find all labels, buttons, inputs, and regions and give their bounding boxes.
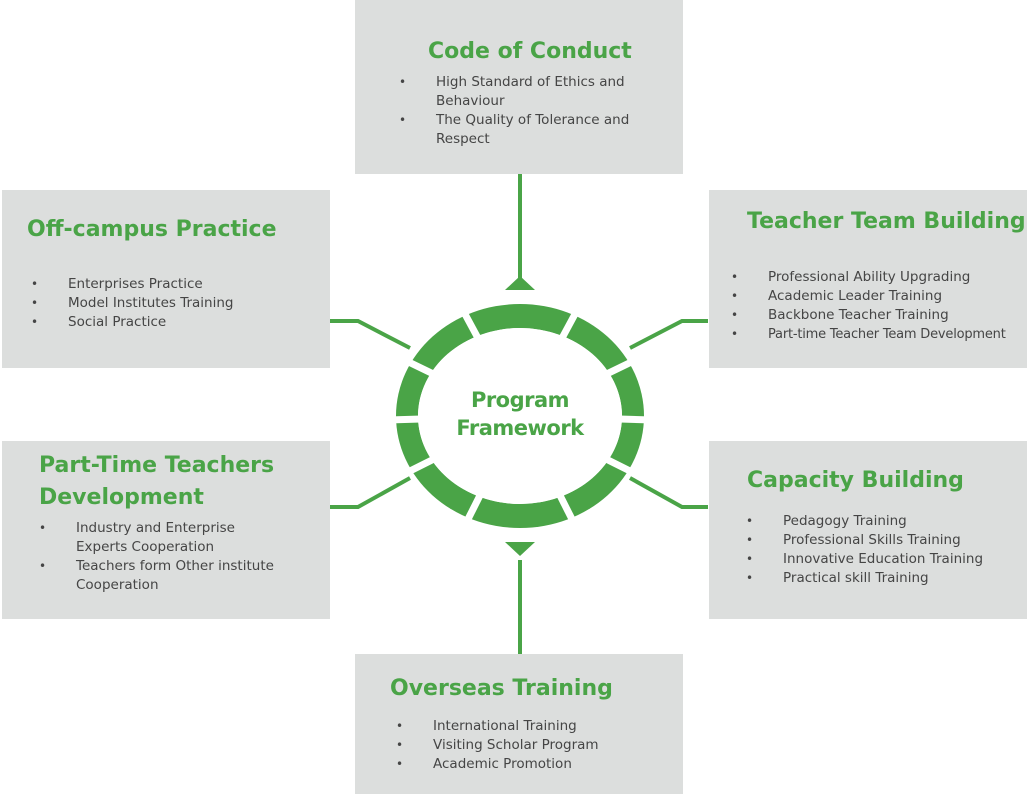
connector-lines: [330, 173, 708, 655]
bullet-icon: •: [399, 113, 407, 127]
list-item-text: Innovative Education Training: [783, 551, 984, 567]
list-item-text: Practical skill Training: [783, 570, 929, 586]
box-code-of-conduct: Code of Conduct • High Standard of Ethic…: [355, 0, 683, 174]
box-title-line1: Part-Time Teachers: [39, 453, 275, 478]
list-item-text: The Quality of Tolerance and: [436, 112, 630, 128]
program-framework-label: Program Framework: [430, 386, 610, 442]
box-title: Teacher Team Building: [747, 209, 1026, 234]
list-item-text: Respect: [436, 131, 490, 147]
list-item-text: International Training: [433, 718, 577, 734]
list-item-text: Professional Skills Training: [783, 532, 961, 548]
list-item-text: Industry and Enterprise: [76, 520, 235, 536]
bullet-icon: •: [746, 514, 754, 528]
bullet-icon: •: [731, 327, 739, 341]
list-item: • Innovative Education Training: [746, 550, 1023, 569]
box-title: Part-Time Teachers Development: [39, 450, 274, 514]
bullet-icon: •: [746, 533, 754, 547]
list-item-text: Part-time Teacher Team Development: [768, 327, 1006, 342]
connector-upper-right: [629, 319, 708, 350]
list-item: • Part-time Teacher Team Development: [731, 325, 1023, 344]
bullet-icon: •: [399, 75, 407, 89]
connector-upper-left: [330, 319, 411, 350]
box-part-time-teachers-development: Part-Time Teachers Development • Industr…: [2, 441, 330, 619]
box-title: Code of Conduct: [428, 39, 632, 64]
box-off-campus-practice: Off-campus Practice • Enterprises Practi…: [2, 190, 330, 368]
list-item: • Social Practice: [31, 313, 318, 332]
list-item-text: Enterprises Practice: [68, 276, 203, 292]
box-capacity-building: Capacity Building • Pedagogy Training • …: [709, 441, 1027, 619]
box-title: Overseas Training: [390, 676, 613, 701]
list-item: • Professional Skills Training: [746, 531, 1023, 550]
bullet-icon: •: [731, 270, 739, 284]
box-title: Off-campus Practice: [27, 217, 277, 242]
list-item: • Academic Leader Training: [731, 287, 1023, 306]
list-item-text: Visiting Scholar Program: [433, 737, 599, 753]
list-item-text: High Standard of Ethics and: [436, 74, 625, 90]
bullet-icon: •: [731, 289, 739, 303]
box-item-list: • High Standard of Ethics and Behaviour …: [399, 73, 676, 149]
list-item: • Teachers form Other institute Cooperat…: [39, 557, 326, 595]
connector-lower-left: [330, 476, 411, 509]
bullet-icon: •: [39, 559, 47, 573]
list-item: • High Standard of Ethics and Behaviour: [399, 73, 676, 111]
box-item-list: • International Training • Visiting Scho…: [396, 717, 673, 774]
box-item-list: • Industry and Enterprise Experts Cooper…: [39, 519, 326, 595]
list-item-text: Experts Cooperation: [76, 539, 215, 555]
list-item: • Visiting Scholar Program: [396, 736, 673, 755]
center-label-line1: Program: [470, 388, 570, 412]
center-label-line2: Framework: [456, 416, 584, 440]
list-item-text: Academic Leader Training: [768, 288, 943, 304]
bullet-icon: •: [31, 315, 39, 329]
list-item: • Backbone Teacher Training: [731, 306, 1023, 325]
box-item-list: • Enterprises Practice • Model Institute…: [31, 275, 318, 332]
connector-lower-right: [629, 476, 708, 509]
list-item: • International Training: [396, 717, 673, 736]
list-item-text: Behaviour: [436, 93, 505, 109]
list-item-text: Backbone Teacher Training: [768, 307, 949, 323]
list-item: • Model Institutes Training: [31, 294, 318, 313]
box-title: Capacity Building: [747, 468, 964, 493]
bullet-icon: •: [746, 552, 754, 566]
list-item: • Industry and Enterprise Experts Cooper…: [39, 519, 326, 557]
list-item-text: Social Practice: [68, 314, 167, 330]
bullet-icon: •: [39, 521, 47, 535]
list-item-text: Academic Promotion: [433, 756, 572, 772]
bullet-icon: •: [396, 757, 404, 771]
list-item-text: Model Institutes Training: [68, 295, 234, 311]
box-title-line2: Development: [39, 485, 204, 510]
box-item-list: • Pedagogy Training • Professional Skill…: [746, 512, 1023, 588]
box-teacher-team-building: Teacher Team Building • Professional Abi…: [709, 190, 1027, 368]
list-item: • Enterprises Practice: [31, 275, 318, 294]
list-item: • Academic Promotion: [396, 755, 673, 774]
bullet-icon: •: [31, 277, 39, 291]
bullet-icon: •: [396, 719, 404, 733]
bullet-icon: •: [731, 308, 739, 322]
list-item-text: Cooperation: [76, 577, 159, 593]
center-ring: [386, 276, 654, 556]
list-item-text: Professional Ability Upgrading: [768, 269, 971, 285]
list-item: • Practical skill Training: [746, 569, 1023, 588]
bullet-icon: •: [746, 571, 754, 585]
bullet-icon: •: [396, 738, 404, 752]
list-item: • Pedagogy Training: [746, 512, 1023, 531]
box-overseas-training: Overseas Training • International Traini…: [355, 654, 683, 794]
list-item-text: Teachers form Other institute: [76, 558, 274, 574]
list-item: • Professional Ability Upgrading: [731, 268, 1023, 287]
box-item-list: • Professional Ability Upgrading • Acade…: [731, 268, 1023, 344]
bullet-icon: •: [31, 296, 39, 310]
list-item-text: Pedagogy Training: [783, 513, 907, 529]
list-item: • The Quality of Tolerance and Respect: [399, 111, 676, 149]
